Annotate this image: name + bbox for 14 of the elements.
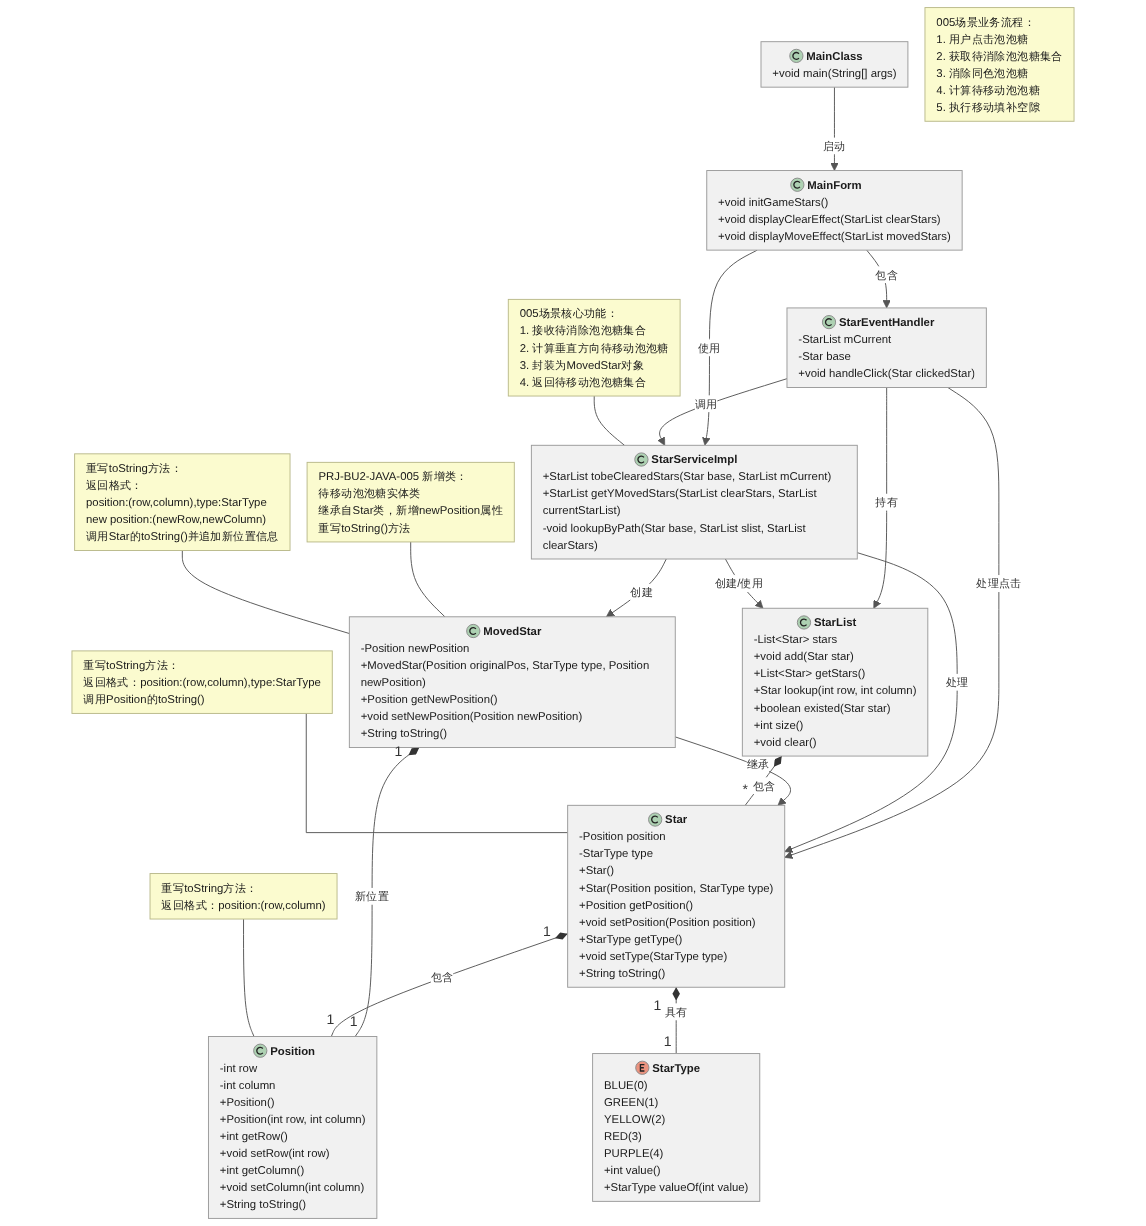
class-box [208, 1036, 378, 1219]
leader-line [181, 550, 350, 634]
leader-line [410, 541, 446, 618]
leader-line [243, 918, 255, 1037]
leader-line [593, 395, 625, 446]
class-box [348, 616, 676, 748]
class-box [567, 804, 786, 988]
enum-box [592, 1053, 761, 1202]
leader-line [305, 712, 569, 834]
class-box [530, 444, 858, 560]
class-box [741, 607, 929, 757]
class-box [786, 307, 987, 388]
class-box [706, 170, 963, 251]
class-box [760, 41, 909, 88]
